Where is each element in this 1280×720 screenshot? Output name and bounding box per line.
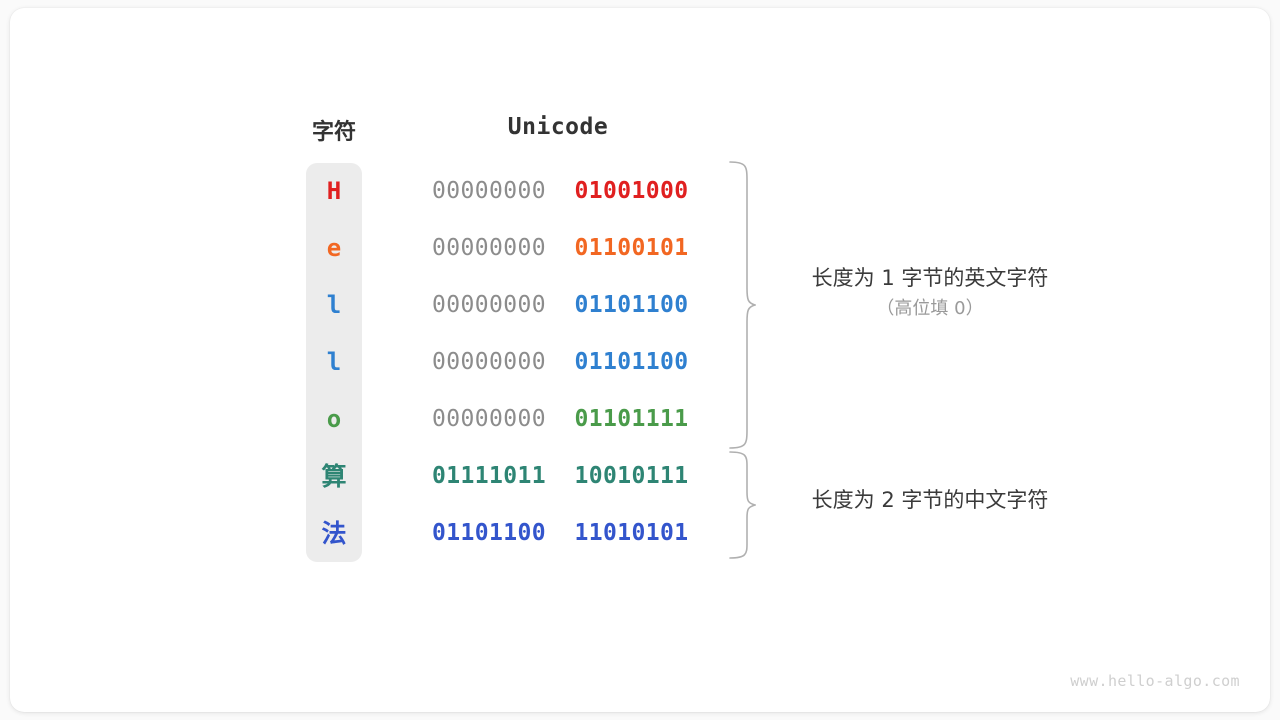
row-character: o [326, 405, 342, 433]
row-high-byte: 00000000 [432, 292, 546, 318]
row-low-byte: 01101100 [574, 292, 689, 318]
annotation-one-byte: 长度为 1 字节的英文字符 （高位填 0） [760, 262, 1100, 324]
byte-separator [546, 178, 575, 204]
character-column-panel [306, 163, 362, 562]
annotation-one-byte-line1: 长度为 1 字节的英文字符 [811, 266, 1049, 290]
row-low-byte: 01101111 [574, 406, 689, 432]
row-unicode-bits: 00000000 01101100 [432, 277, 688, 334]
row-unicode-bits: 00000000 01001000 [432, 163, 688, 220]
byte-separator [546, 349, 575, 375]
row-unicode-bits: 00000000 01100101 [432, 220, 688, 277]
byte-separator [546, 235, 575, 261]
row-character: H [326, 177, 342, 205]
table-row: H 00000000 01001000 [0, 163, 1280, 220]
table-row: l 00000000 01101100 [0, 277, 1280, 334]
column-header-unicode: Unicode [507, 114, 609, 140]
table-row: o 00000000 01101111 [0, 391, 1280, 448]
row-high-byte: 00000000 [432, 406, 546, 432]
brace-two-byte-group [729, 451, 756, 559]
column-header-character: 字符 [311, 119, 356, 144]
row-character: e [326, 234, 342, 262]
table-row: 法 01101100 11010101 [0, 505, 1280, 562]
brace-one-byte-group [729, 161, 756, 449]
row-unicode-bits: 01111011 10010111 [432, 448, 688, 505]
row-unicode-bits: 00000000 01101100 [432, 334, 688, 391]
row-unicode-bits: 00000000 01101111 [432, 391, 688, 448]
byte-separator [546, 520, 575, 546]
row-high-byte: 01101100 [432, 520, 546, 546]
table-row: e 00000000 01100101 [0, 220, 1280, 277]
byte-separator [546, 463, 575, 489]
table-row: 算 01111011 10010111 [0, 448, 1280, 505]
row-character: l [326, 348, 342, 376]
row-high-byte: 00000000 [432, 349, 546, 375]
row-unicode-bits: 01101100 11010101 [432, 505, 688, 562]
row-low-byte: 01100101 [574, 235, 689, 261]
byte-separator [546, 292, 575, 318]
row-low-byte: 11010101 [574, 520, 689, 546]
annotation-two-byte-line1: 长度为 2 字节的中文字符 [811, 488, 1049, 512]
row-high-byte: 00000000 [432, 178, 546, 204]
row-high-byte: 00000000 [432, 235, 546, 261]
byte-separator [546, 406, 575, 432]
row-low-byte: 01101100 [574, 349, 689, 375]
row-character: 法 [321, 519, 347, 548]
row-character: l [326, 291, 342, 319]
row-low-byte: 10010111 [574, 463, 689, 489]
table-row: l 00000000 01101100 [0, 334, 1280, 391]
watermark: www.hello-algo.com [1070, 672, 1240, 690]
row-character: 算 [321, 462, 347, 491]
annotation-two-byte: 长度为 2 字节的中文字符 [760, 484, 1100, 516]
row-high-byte: 01111011 [432, 463, 546, 489]
row-low-byte: 01001000 [574, 178, 689, 204]
annotation-one-byte-line2: （高位填 0） [876, 298, 984, 319]
figure-card [10, 8, 1270, 712]
